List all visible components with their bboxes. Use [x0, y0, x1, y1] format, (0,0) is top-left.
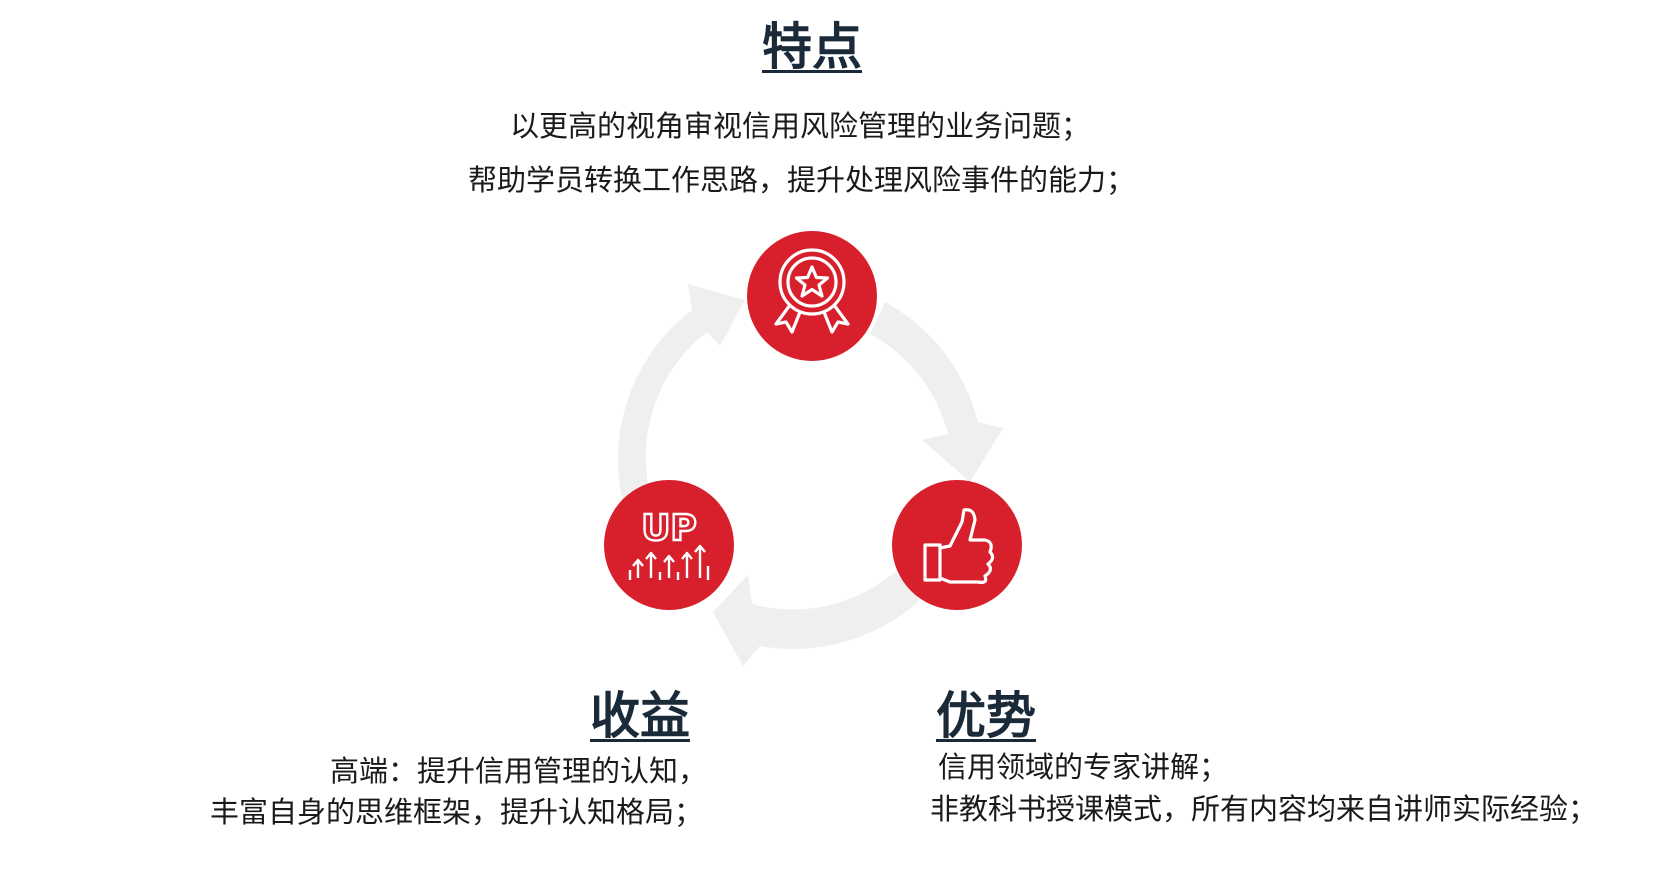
benefits-line-2: 丰富自身的思维框架，提升认知格局； [210, 795, 704, 829]
features-line-2: 帮助学员转换工作思路，提升处理风险事件的能力； [468, 163, 1136, 197]
benefits-circle [604, 480, 734, 610]
features-title: 特点 [762, 18, 862, 76]
features-circle [747, 231, 877, 361]
advantages-circle [892, 480, 1022, 610]
advantages-title: 优势 [936, 687, 1036, 745]
features-node [747, 231, 877, 361]
benefits-title: 收益 [590, 687, 690, 745]
benefits-node: UP [604, 480, 734, 610]
advantages-line-2: 非教科书授课模式，所有内容均来自讲师实际经验； [930, 792, 1598, 826]
cycle-arrow-bottom [713, 572, 920, 666]
up-icon-text: UP [641, 508, 697, 549]
advantages-node [892, 480, 1022, 610]
thumbs-up-icon [923, 508, 995, 584]
benefits-line-1: 高端：提升信用管理的认知， [330, 754, 708, 788]
cycle-arrow-top-right [870, 302, 1003, 482]
features-line-1: 以更高的视角审视信用风险管理的业务问题； [510, 109, 1091, 143]
award-badge-icon [774, 248, 850, 334]
up-arrows-icon: UP [628, 507, 710, 580]
advantages-line-1: 信用领域的专家讲解； [938, 750, 1229, 784]
